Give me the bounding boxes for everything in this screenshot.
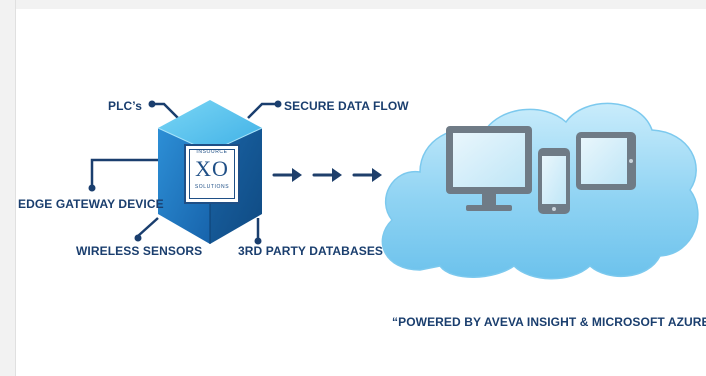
tablet-icon	[576, 132, 636, 190]
connector-wireless	[137, 217, 159, 237]
insource-xo-logo: INSOURCE XO SOLUTIONS	[184, 144, 240, 204]
logo-inner-frame	[189, 149, 235, 199]
arrow-icon	[272, 168, 382, 182]
label-secure-data-flow: SECURE DATA FLOW	[284, 99, 409, 113]
powered-by-caption: “POWERED BY AVEVA INSIGHT & MICROSOFT AZ…	[392, 315, 706, 329]
logo-bottom-text: SOLUTIONS	[194, 184, 230, 190]
label-edge-gateway: EDGE GATEWAY DEVICE	[18, 197, 164, 211]
label-third-party-databases: 3RD PARTY DATABASES	[238, 244, 384, 258]
label-wireless-sensors: WIRELESS SENSORS	[76, 244, 203, 258]
connector-secure	[247, 102, 280, 119]
logo-main-text: XO	[195, 156, 229, 181]
monitor-icon	[446, 126, 532, 211]
logo-top-text: INSOURCE	[196, 149, 228, 155]
label-plc: PLC’s	[108, 99, 143, 113]
phone-icon	[538, 148, 570, 214]
connector-dots	[88, 100, 282, 245]
top-border	[0, 0, 706, 9]
connector-edge	[90, 158, 164, 188]
left-border	[0, 0, 16, 376]
